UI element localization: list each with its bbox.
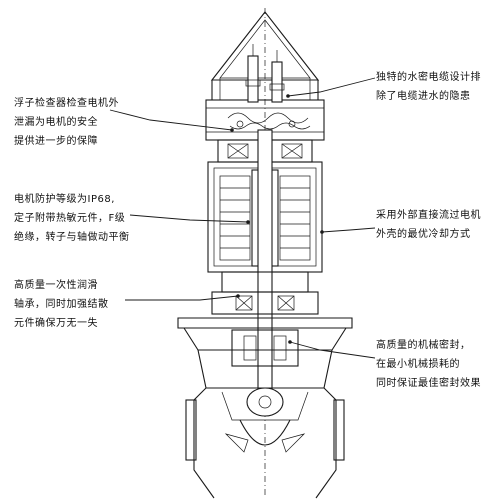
annotation-line: 高质量的机械密封， [376, 340, 471, 351]
annotation-line: 元件确保万无一失 [14, 318, 98, 329]
annotation-motor-protection: 电机防护等级为IP68, 定子附带热敏元件，F级 绝缘，转子与轴做动平衡 [14, 190, 130, 247]
cable-entry-chamber [205, 44, 325, 141]
annotation-line: 独特的水密电缆设计排 [376, 72, 481, 83]
annotation-line: 轴承，同时加强结散 [14, 299, 109, 310]
motor-housing [207, 161, 323, 273]
annotation-line: 在最小机械损耗的 [376, 359, 460, 370]
annotation-line: 定子附带热敏元件，F级 [14, 213, 126, 224]
annotation-bearing: 高质量一次性润滑 轴承，同时加强结散 元件确保万无一失 [14, 276, 109, 333]
annotation-line: 提供进一步的保障 [14, 136, 98, 147]
annotation-line: 泄漏为电机的安全 [14, 117, 98, 128]
mechanical-seal [231, 329, 299, 367]
mounting-flange [177, 317, 353, 351]
annotation-cable-seal: 独特的水密电缆设计排 除了电缆进水的隐患 [376, 68, 481, 106]
shaft [257, 129, 273, 391]
annotation-line: 同时保证最佳密封效果 [376, 378, 481, 389]
leader-lines [109, 77, 376, 359]
annotation-line: 电机防护等级为IP68, [14, 194, 115, 205]
annotation-cooling: 采用外部直接流过电机 外壳的最优冷却方式 [376, 206, 481, 244]
impeller [224, 387, 306, 453]
annotation-mechanical-seal: 高质量的机械密封， 在最小机械损耗的 同时保证最佳密封效果 [376, 336, 481, 393]
annotation-float-switch: 浮子检查器检查电机外 泄漏为电机的安全 提供进一步的保障 [14, 94, 119, 151]
annotation-line: 浮子检查器检查电机外 [14, 98, 119, 109]
annotation-line: 高质量一次性润滑 [14, 280, 98, 291]
annotation-line: 采用外部直接流过电机 [376, 210, 481, 221]
lower-bearing-housing [211, 271, 319, 315]
stator-winding [219, 175, 311, 261]
lifting-bail [210, 11, 320, 100]
annotation-line: 绝缘，转子与轴做动平衡 [14, 232, 130, 243]
annotation-line: 除了电缆进水的隐患 [376, 91, 471, 102]
annotation-line: 外壳的最优冷却方式 [376, 229, 471, 240]
